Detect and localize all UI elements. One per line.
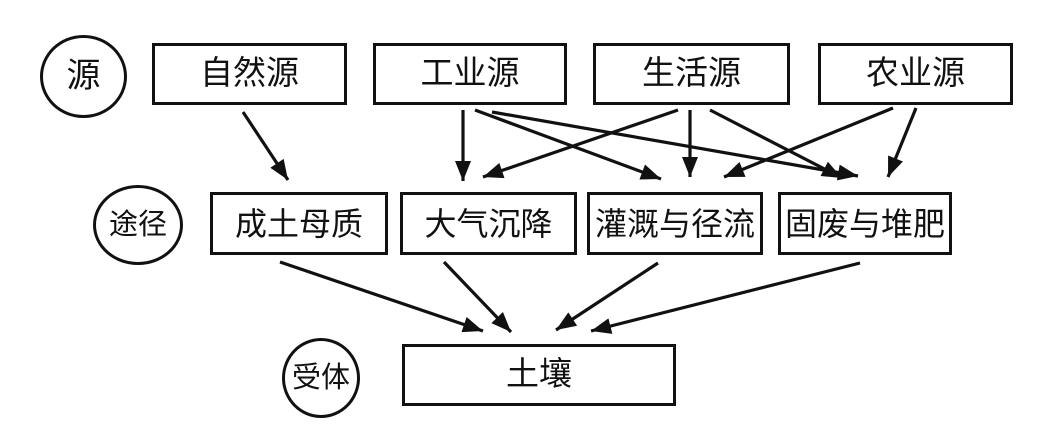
node-agricultural-source-label: 农业源 <box>866 55 965 92</box>
arrow-soil_parent_material-to-soil <box>279 260 484 333</box>
arrow-agricultural_source-to-solid_waste_and_compost <box>886 107 918 178</box>
arrow-natural_source-to-soil_parent_material <box>241 111 290 181</box>
node-solid-waste-and-compost-label: 固废与堆肥 <box>784 205 945 242</box>
arrow-irrigation_and_runoff-to-soil <box>555 261 659 332</box>
node-soil-parent-material-label: 成土母质 <box>234 205 363 242</box>
arrow-atmospheric_deposition-to-soil <box>442 260 513 334</box>
node-atmospheric-deposition: 大气沉降 <box>400 192 577 255</box>
arrow-solid_waste_and_compost-to-soil <box>590 261 861 334</box>
node-soil-label: 土壤 <box>506 356 572 393</box>
level-circle-source-label: 源 <box>66 57 101 95</box>
node-natural-source: 自然源 <box>152 43 347 105</box>
arrow-agricultural_source-to-irrigation_and_runoff <box>723 106 894 179</box>
arrow-domestic_source-to-solid_waste_and_compost <box>709 108 843 180</box>
node-natural-source-label: 自然源 <box>200 55 299 92</box>
node-atmospheric-deposition-label: 大气沉降 <box>424 205 553 242</box>
node-soil-parent-material: 成土母质 <box>210 192 388 255</box>
level-circle-receptor-label: 受体 <box>291 361 350 394</box>
node-agricultural-source: 农业源 <box>818 43 1013 105</box>
level-circle-pathway-label: 途径 <box>108 208 167 241</box>
level-circle-pathway: 途径 <box>93 185 183 265</box>
level-circle-receptor: 受体 <box>282 338 360 418</box>
node-solid-waste-and-compost: 固废与堆肥 <box>778 192 952 255</box>
level-circle-source: 源 <box>40 35 127 118</box>
node-irrigation-and-runoff-label: 灌溉与径流 <box>594 205 755 242</box>
node-domestic-source: 生活源 <box>593 43 790 105</box>
node-domestic-source-label: 生活源 <box>642 55 741 92</box>
node-soil: 土壤 <box>402 344 676 406</box>
node-industrial-source: 工业源 <box>373 43 567 105</box>
node-industrial-source-label: 工业源 <box>420 55 520 92</box>
arrow-industrial_source-to-solid_waste_and_compost <box>491 110 859 181</box>
arrow-industrial_source-to-irrigation_and_runoff <box>474 108 662 181</box>
arrow-domestic_source-to-atmospheric_deposition <box>482 108 679 179</box>
node-irrigation-and-runoff: 灌溉与径流 <box>587 192 763 255</box>
